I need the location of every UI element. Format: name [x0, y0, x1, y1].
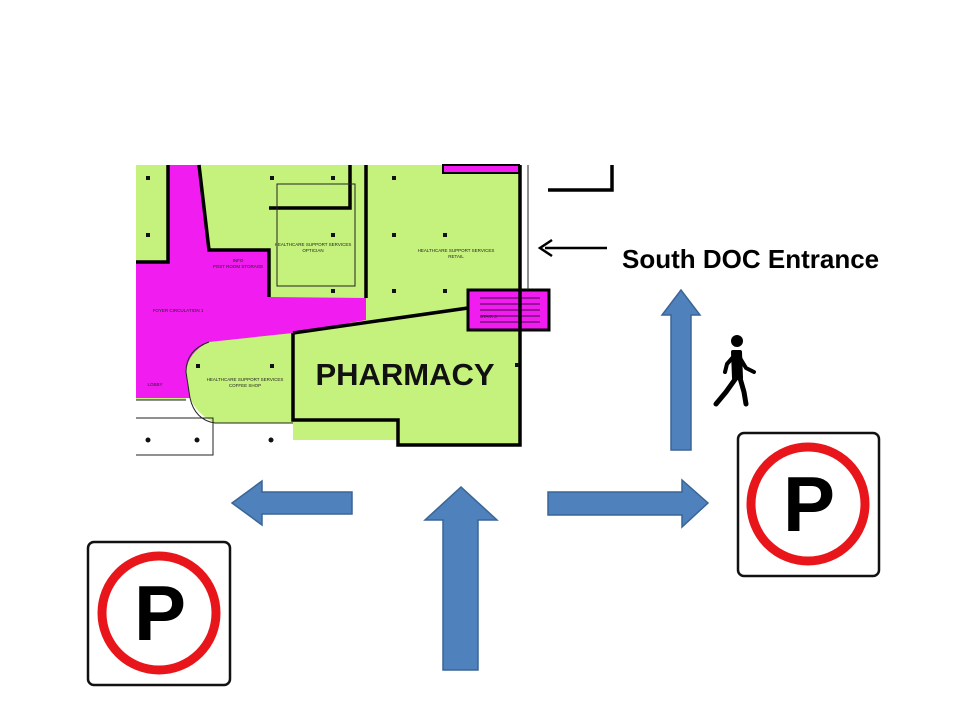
foyer-circulation [136, 165, 366, 398]
room-label: HEALTHCARE SUPPORT SERVICES [207, 377, 284, 382]
top-strip [442, 164, 520, 174]
room-label: FOYER CIRCULATION 1 [153, 308, 204, 313]
room-label: INFO [233, 258, 244, 263]
floor-plan: HEALTHCARE SUPPORT SERVICES OPTICIAN HEA… [136, 164, 614, 456]
arrow-left-icon [230, 479, 353, 527]
room-sublabel: RETAIL [448, 254, 464, 259]
room-sublabel: OPTICIAN [302, 248, 323, 253]
room-sublabel: COFFEE SHOP [229, 383, 261, 388]
arrow-up-icon [423, 485, 499, 671]
parking-letter: P [134, 569, 186, 657]
arrow-left-icon [537, 238, 607, 258]
entrance-label: South DOC Entrance [622, 244, 879, 274]
parking-letter: P [783, 460, 835, 548]
columns [145, 176, 519, 443]
room-label: LOBBY [147, 382, 162, 387]
walking-person-icon [713, 335, 756, 407]
room-label: HEALTHCARE SUPPORT SERVICES [275, 242, 352, 247]
parking-sign-right: P [736, 431, 881, 578]
room-label: STAIR 3 [480, 314, 497, 319]
arrow-up-icon [660, 288, 702, 451]
pharmacy-label: PHARMACY [315, 357, 494, 392]
parking-sign-left: P [86, 540, 232, 687]
arrow-right-icon [547, 478, 710, 529]
room-sublabel: POST ROOM STORAGE [213, 264, 264, 269]
room-label: HEALTHCARE SUPPORT SERVICES [418, 248, 495, 253]
